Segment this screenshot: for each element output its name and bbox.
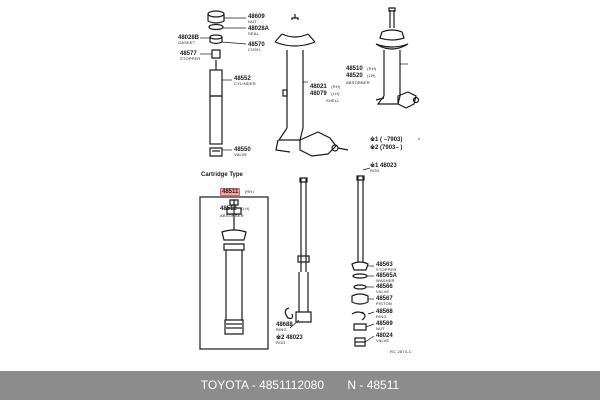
part-desc: SEAL — [248, 31, 260, 36]
cartridge-box — [199, 196, 269, 350]
part-label-48567: 48567 PISTON — [376, 296, 393, 306]
part-number: 48563 — [376, 262, 393, 268]
caption-n-label: N - 48511 — [347, 378, 400, 392]
part-label-48079: 48079 (LH) — [310, 83, 340, 99]
cartridge-part-label: 48511 (RH) 48512 (LH) ABSORBER — [220, 181, 254, 218]
part-desc: NUT — [376, 326, 385, 331]
part-desc: ABSORBER — [220, 213, 244, 218]
part-desc: GASKET — [178, 40, 196, 45]
part-number: 48577 — [180, 51, 197, 57]
top-right-assembly — [375, 7, 420, 109]
part-label-48023-b: ※2 48023 ROD — [276, 335, 303, 345]
date-note-2: ※2 (7903– ) — [370, 145, 403, 151]
part-label-shell: SHELL — [326, 90, 340, 106]
part-desc: STOPPER — [376, 267, 397, 272]
top-center-shell — [274, 14, 349, 157]
corner-code: RC 2874-C — [390, 349, 412, 354]
part-desc: ABSORBER — [346, 80, 370, 85]
part-label-48577: 48577 STOPPER — [180, 51, 200, 61]
part-desc: (RH) — [331, 84, 341, 89]
part-desc: CYLINDER — [234, 81, 256, 86]
part-desc: RING — [276, 327, 287, 332]
part-number: 48567 — [376, 296, 393, 302]
part-desc: ROD — [276, 340, 286, 345]
part-desc: VALVE — [376, 338, 390, 343]
diagram-line-art — [199, 7, 420, 350]
part-number: 48569 — [376, 321, 393, 327]
part-number: 48552 — [234, 76, 251, 82]
part-number: 48565A — [376, 273, 398, 279]
part-desc: SHELL — [326, 98, 340, 103]
part-number: 48512 — [220, 206, 237, 212]
part-label-48024: 48024 VALVE — [376, 333, 393, 343]
highlighted-part-number: 48511 — [220, 188, 241, 196]
part-label-48609: 48609 NUT — [248, 14, 265, 24]
part-desc: (RH) — [244, 189, 255, 194]
part-number: 48024 — [376, 333, 393, 339]
part-desc: (LH) — [367, 73, 376, 78]
part-number: 48550 — [234, 147, 251, 153]
part-number: 48520 — [346, 73, 363, 79]
part-desc: VALVE — [234, 152, 248, 157]
part-desc: NUT — [248, 19, 257, 24]
part-label-48569: 48569 NUT — [376, 321, 393, 331]
caption-bar: TOYOTA - 4851112080 N - 48511 — [0, 371, 600, 400]
part-desc: VALVE — [376, 289, 390, 294]
part-number: 48609 — [248, 14, 265, 20]
leader-lines — [200, 17, 408, 343]
bottom-center-rod — [284, 177, 312, 323]
part-label-48563: 48563 STOPPER — [376, 262, 396, 272]
part-number: 48510 — [346, 66, 363, 72]
part-desc: (LH) — [331, 91, 340, 96]
part-number: 48566 — [376, 284, 393, 290]
part-label-48566: 48566 VALVE — [376, 284, 393, 294]
bottom-right-rod — [351, 175, 369, 347]
part-number: 48568 — [376, 309, 393, 315]
top-left-assembly — [207, 10, 225, 157]
part-label-48550: 48550 VALVE — [234, 147, 251, 157]
part-label-48552: 48552 CYLINDER — [234, 76, 256, 86]
part-label-48520: 48520 (LH) — [346, 65, 376, 81]
part-label-48565a: 48565A WASHER — [376, 273, 397, 283]
caption-part-number: 4851112080 — [259, 378, 325, 392]
part-desc: (RH) — [367, 66, 377, 71]
part-desc: (LH) — [241, 206, 250, 211]
caption-brand: TOYOTA — [200, 378, 249, 392]
part-desc: PISTON — [376, 301, 393, 306]
part-label-48570: 48570 CUSH. — [248, 42, 265, 52]
part-number: 48688 — [276, 322, 293, 328]
part-label-48688: 48688 RING — [276, 322, 293, 332]
caption-text: TOYOTA - 4851112080 N - 48511 — [0, 371, 600, 400]
part-label-absorber-top: ABSORBER — [346, 72, 370, 88]
cartridge-title: Cartridge Type — [201, 172, 243, 178]
part-label-48028a: 48028A SEAL — [248, 26, 269, 36]
part-number: 48028B — [178, 35, 200, 41]
part-desc: STOPPER — [180, 56, 201, 61]
part-desc: RING — [376, 314, 387, 319]
part-label-48510: 48510 (RH) — [346, 58, 376, 74]
part-label-48023-a: ※1 48023 ROD — [370, 163, 397, 173]
part-number: 48570 — [248, 42, 265, 48]
part-desc: ROD — [370, 168, 380, 173]
part-label-48568: 48568 RING — [376, 309, 393, 319]
part-number: 48021 — [310, 84, 327, 90]
part-desc: WASHER — [376, 278, 395, 283]
date-note-1: ※1 ( –7903) — [370, 137, 403, 143]
part-number: ※2 48023 — [276, 335, 303, 341]
caption-sep: - — [251, 378, 256, 392]
part-number: 48079 — [310, 91, 327, 97]
part-number: ※1 48023 — [370, 163, 397, 169]
part-desc: CUSH. — [248, 47, 262, 52]
part-number: 48028A — [248, 26, 270, 32]
part-label-48028b: 48028B GASKET — [178, 35, 199, 45]
part-label-48021: 48021 (RH) — [310, 76, 340, 92]
